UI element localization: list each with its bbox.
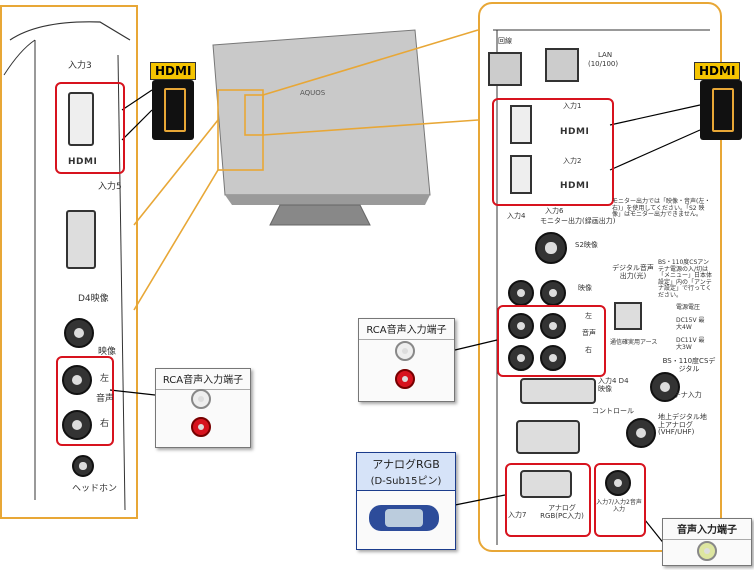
audio-input-label: 入力7/入力2音声入力 xyxy=(596,499,642,513)
s2-label: S2映像 xyxy=(575,241,598,249)
audio-input-port[interactable] xyxy=(605,470,631,496)
video-label-right: 映像 xyxy=(578,284,592,292)
audio-mid-label-right: 音声 xyxy=(582,329,596,337)
dsub15-icon xyxy=(369,505,439,531)
terrestrial-antenna-port[interactable] xyxy=(626,418,656,448)
input4-d4-label: 入力4 D4映像 xyxy=(598,377,629,393)
s2-port[interactable] xyxy=(535,232,567,264)
analog-rgb-label: アナログRGB(PC入力) xyxy=(540,504,584,520)
audio-right-label-right: 右 xyxy=(585,346,592,354)
rca-audio-highlight-left xyxy=(56,356,114,446)
audio-l-port-4[interactable] xyxy=(508,313,534,339)
left-terminal-panel xyxy=(0,5,138,519)
monitor-note: モニター出力では「映像・音声(左・右)」を使用してください。「S2 映像」はモニ… xyxy=(612,198,711,219)
audio-l-port-6[interactable] xyxy=(540,313,566,339)
input6-label: 入力6 xyxy=(545,207,564,215)
audio-input-highlight xyxy=(594,463,646,537)
power-supply-label: 電源電圧 xyxy=(676,304,701,311)
rca-white-icon-right xyxy=(395,341,415,361)
control-port[interactable] xyxy=(516,420,580,454)
analog-rgb-callout-title: アナログRGB xyxy=(372,458,440,471)
analog-rgb-port[interactable] xyxy=(520,470,572,498)
video-port-6[interactable] xyxy=(540,280,566,306)
ground-label: 通信確実用アース xyxy=(610,339,658,346)
line-label: 回線 xyxy=(498,37,512,45)
hdmi-port-left[interactable] xyxy=(68,92,94,146)
audio-mid-label: 音声 xyxy=(96,394,115,404)
hdmi-port-1[interactable] xyxy=(510,105,532,144)
rca-white-icon xyxy=(191,389,211,409)
digital-audio-label: デジタル音声出力(光) xyxy=(612,264,654,280)
hdmi-logo-left: HDMI xyxy=(68,157,98,167)
input5-label: 入力5 xyxy=(98,182,122,192)
video-label-left: 映像 xyxy=(98,347,117,357)
rca-callout-right-title: RCA音声入力端子 xyxy=(359,319,454,340)
input2-label: 入力2 xyxy=(563,157,582,165)
lan-port[interactable] xyxy=(545,48,579,82)
video-port-left[interactable] xyxy=(64,318,94,348)
rca-audio-highlight-right xyxy=(497,305,606,377)
audio-right-port[interactable] xyxy=(62,410,92,440)
analog-rgb-highlight xyxy=(505,463,591,537)
hdmi-icon-left xyxy=(152,80,194,140)
input4-label: 入力4 xyxy=(507,212,526,220)
audio-left-label-right: 左 xyxy=(585,312,592,320)
video-port-4[interactable] xyxy=(508,280,534,306)
power-dc15-label: DC15V 最大4W xyxy=(676,317,705,331)
analog-rgb-callout: アナログRGB (D-Sub15ピン) xyxy=(356,452,456,550)
audio-left-port[interactable] xyxy=(62,365,92,395)
input3-label: 入力3 xyxy=(68,61,92,71)
audio-input-icon xyxy=(697,541,717,561)
power-dc11-label: DC11V 最大3W xyxy=(676,337,705,351)
terrestrial-label: 地上デジタル地上アナログ(VHF/UHF) xyxy=(658,413,707,437)
d4-label: D4映像 xyxy=(78,294,109,304)
antenna-label: アンテナ入力 xyxy=(660,391,702,399)
headphone-label: ヘッドホン xyxy=(72,484,118,494)
hdmi-port-2[interactable] xyxy=(510,155,532,194)
right-terminal-panel xyxy=(478,2,722,552)
audio-right-label: 右 xyxy=(100,419,110,429)
d4-port-right[interactable] xyxy=(520,378,596,404)
hdmi-badge-right: HDMI xyxy=(694,62,741,80)
analog-rgb-callout-header: アナログRGB (D-Sub15ピン) xyxy=(357,453,455,491)
hdmi-logo-1: HDMI xyxy=(560,127,590,137)
hdmi-input12-highlight xyxy=(492,98,614,206)
audio-left-label: 左 xyxy=(100,374,110,384)
rca-callout-right: RCA音声入力端子 xyxy=(358,318,455,402)
tv-brand: AQUOS xyxy=(300,89,326,97)
lan-label: LAN xyxy=(598,51,613,59)
d4-port[interactable] xyxy=(66,210,96,269)
hdmi-badge-left: HDMI xyxy=(150,62,197,80)
optical-port[interactable] xyxy=(614,302,642,330)
lan-spec: (10/100) xyxy=(588,60,619,68)
hdmi-input3-highlight xyxy=(55,82,125,174)
bs-cs-antenna-port[interactable] xyxy=(650,372,680,402)
control-label: コントロール xyxy=(592,407,634,415)
hdmi-icon-right xyxy=(700,80,742,140)
rca-callout-left-title: RCA音声入力端子 xyxy=(156,369,250,390)
analog-rgb-callout-sub: (D-Sub15ピン) xyxy=(370,476,442,487)
audio-r-port-4[interactable] xyxy=(508,345,534,371)
input1-label: 入力1 xyxy=(563,102,582,110)
audio-input-callout: 音声入力端子 xyxy=(662,518,752,566)
input7-label: 入力7 xyxy=(508,511,527,519)
rca-red-icon-right xyxy=(395,369,415,389)
rca-red-icon xyxy=(191,417,211,437)
monitor-out-label: モニター出力(録画出力) xyxy=(540,217,616,225)
rca-callout-left: RCA音声入力端子 xyxy=(155,368,251,448)
audio-r-port-6[interactable] xyxy=(540,345,566,371)
hdmi-logo-2: HDMI xyxy=(560,181,590,191)
line-port[interactable] xyxy=(488,52,522,86)
bs-cs-label: BS・110度CSデジタル xyxy=(662,357,716,373)
bs-note: BS・110度CSアンテナ電源の入/切は「メニュー」日本体設定」内の「アンテナ設… xyxy=(658,259,713,299)
audio-input-callout-title: 音声入力端子 xyxy=(663,519,751,540)
headphone-port[interactable] xyxy=(72,455,94,477)
